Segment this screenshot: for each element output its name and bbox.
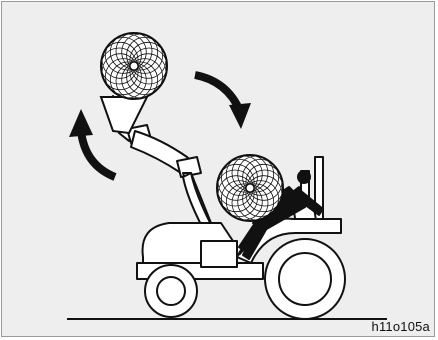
- figure-code: h11o105a: [372, 319, 430, 334]
- rotation-arrow-icon: [195, 75, 251, 129]
- round-bale-icon: [101, 33, 167, 99]
- round-bale-icon: [217, 155, 283, 221]
- warning-illustration: [1, 1, 435, 337]
